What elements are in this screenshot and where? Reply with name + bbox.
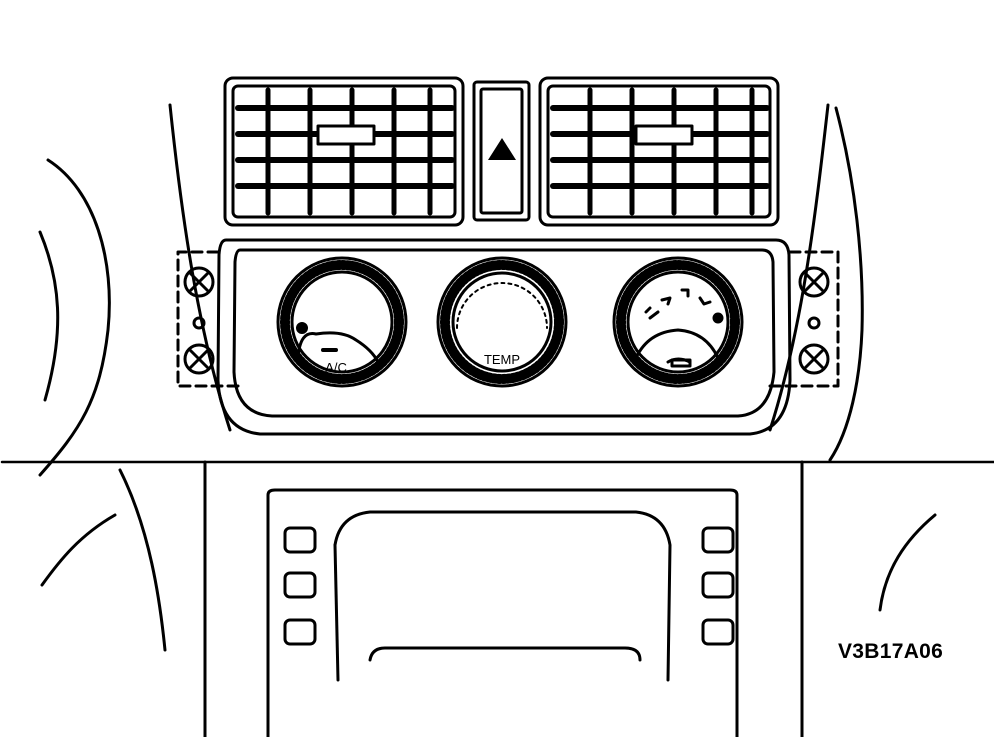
fan-ac-knob: A/C (276, 256, 408, 388)
fan-icon (296, 322, 308, 334)
screw-hole-right (807, 316, 821, 330)
mounting-screws (183, 266, 830, 375)
center-console (266, 488, 739, 737)
console-side-buttons (283, 526, 735, 646)
figure-code-label: V3B17A06 (838, 640, 944, 663)
mounting-brackets (176, 250, 840, 388)
ac-label: A/C (325, 360, 347, 375)
screw-bottom-left (183, 343, 215, 375)
airflow-mode-knob (612, 256, 744, 388)
temperature-knob: TEMP (436, 256, 568, 388)
hazard-switch (472, 80, 531, 222)
temp-label: TEMP (484, 352, 520, 367)
screw-bottom-right (798, 343, 830, 375)
left-air-vent (223, 76, 465, 227)
airflow-mode-icons (644, 288, 724, 368)
right-air-vent (538, 76, 780, 227)
screw-top-left (183, 266, 215, 298)
screw-top-right (798, 266, 830, 298)
dashboard-outline (0, 103, 994, 737)
triangle-warning-icon (488, 138, 516, 160)
screw-hole-left (192, 316, 206, 330)
